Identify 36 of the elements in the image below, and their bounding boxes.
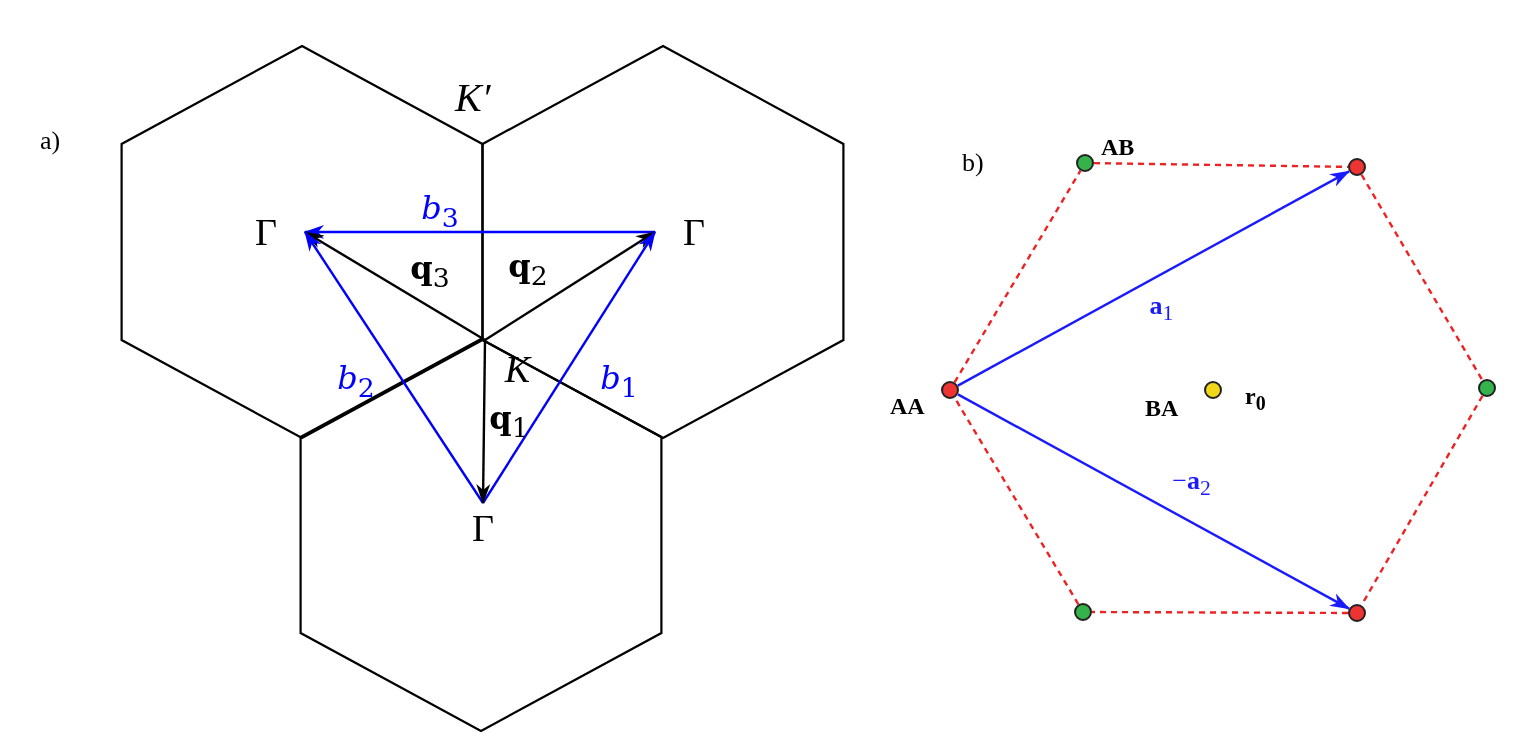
dashed-line bbox=[1093, 161, 1349, 169]
edge-label: q$_{2}$ bbox=[508, 250, 548, 290]
edge-label: b$_{2}$ bbox=[337, 361, 375, 402]
point-label: K bbox=[485, 340, 530, 388]
point-label: Γ bbox=[655, 212, 705, 252]
edge-label: −a$_{2}$ bbox=[1172, 467, 1211, 500]
lattice-site-dot bbox=[1348, 604, 1366, 622]
site-label: AB bbox=[1101, 135, 1135, 159]
point-label: K′ bbox=[455, 78, 491, 118]
point-label: Γ bbox=[445, 503, 521, 547]
panel-label: b) bbox=[962, 150, 984, 176]
arrow bbox=[957, 170, 1350, 387]
lattice-site-dot bbox=[1074, 603, 1092, 621]
arrow bbox=[482, 231, 656, 504]
arrow bbox=[957, 393, 1350, 610]
panel-label: a) bbox=[40, 128, 61, 154]
dashed-line bbox=[1092, 610, 1348, 615]
edge-label: q$_{1}$ bbox=[489, 401, 529, 442]
arrow bbox=[484, 231, 656, 341]
arrow bbox=[304, 230, 486, 342]
point-label: Γ bbox=[255, 212, 305, 252]
dashed-line bbox=[953, 170, 1082, 383]
dashed-line bbox=[953, 397, 1080, 605]
site-label: BA bbox=[1145, 396, 1179, 420]
dashed-line bbox=[1360, 174, 1484, 381]
arrow bbox=[304, 231, 484, 504]
arrow bbox=[476, 340, 491, 504]
lattice-site-dot bbox=[1478, 379, 1496, 397]
edge-label: q$_{3}$ bbox=[410, 252, 450, 292]
site-label: r$_{0}$ bbox=[1245, 384, 1266, 413]
lattice-site-dot bbox=[1348, 158, 1366, 176]
edge-label: a$_{1}$ bbox=[1149, 292, 1174, 325]
site-label: AA bbox=[890, 394, 925, 418]
edge-label: b$_{3}$ bbox=[421, 192, 459, 232]
arrow bbox=[304, 225, 655, 239]
edge-label: b$_{1}$ bbox=[600, 361, 638, 402]
